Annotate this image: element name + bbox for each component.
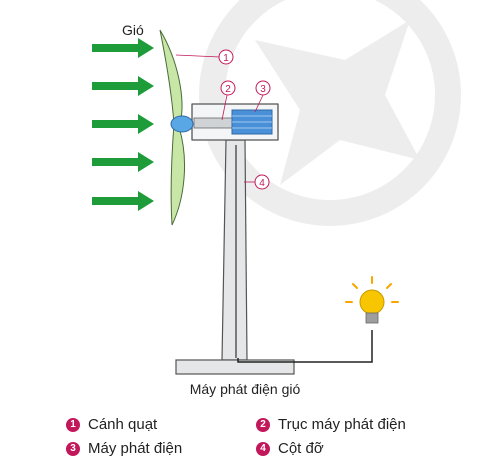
wind-arrows bbox=[92, 38, 154, 211]
legend: 1 Cánh quạt 2 Trục máy phát điện 3 Máy p… bbox=[66, 410, 476, 466]
power-cable bbox=[237, 330, 373, 363]
svg-text:4: 4 bbox=[259, 178, 265, 189]
tower bbox=[175, 139, 295, 375]
rotor-hub bbox=[170, 115, 194, 133]
callout-2: 2 bbox=[220, 80, 236, 96]
legend-label: Trục máy phát điện bbox=[278, 416, 406, 433]
legend-number-badge: 2 bbox=[256, 417, 270, 432]
legend-item: 4 Cột đỡ bbox=[256, 440, 324, 457]
main-shaft bbox=[193, 117, 233, 129]
legend-number-badge: 3 bbox=[66, 441, 80, 456]
wind-arrow bbox=[92, 38, 154, 58]
diagram-caption: Máy phát điện gió bbox=[190, 381, 301, 397]
callout-4: 4 bbox=[254, 174, 270, 190]
legend-label: Máy phát điện bbox=[88, 440, 183, 457]
svg-text:2: 2 bbox=[225, 84, 231, 95]
watermark-logo bbox=[199, 0, 461, 226]
wind-arrow bbox=[92, 76, 154, 96]
legend-number-badge: 1 bbox=[66, 417, 80, 432]
svg-text:1: 1 bbox=[223, 53, 229, 64]
wind-arrow bbox=[92, 114, 154, 134]
rotor-blades bbox=[159, 29, 194, 226]
callout-1: 1 bbox=[218, 49, 234, 65]
wind-arrow bbox=[92, 191, 154, 211]
legend-item: 1 Cánh quạt bbox=[66, 416, 157, 433]
legend-item: 2 Trục máy phát điện bbox=[256, 416, 406, 433]
svg-text:3: 3 bbox=[260, 84, 266, 95]
legend-number-badge: 4 bbox=[256, 441, 270, 456]
tower-base bbox=[175, 359, 295, 375]
light-bulb-icon bbox=[345, 276, 399, 324]
legend-label: Cánh quạt bbox=[88, 416, 158, 433]
wind-arrow bbox=[92, 152, 154, 172]
nacelle bbox=[191, 103, 279, 141]
callout-3: 3 bbox=[255, 80, 271, 96]
wind-label: Gió bbox=[122, 22, 144, 38]
legend-item: 3 Máy phát điện bbox=[66, 440, 182, 457]
legend-label: Cột đỡ bbox=[278, 440, 324, 457]
